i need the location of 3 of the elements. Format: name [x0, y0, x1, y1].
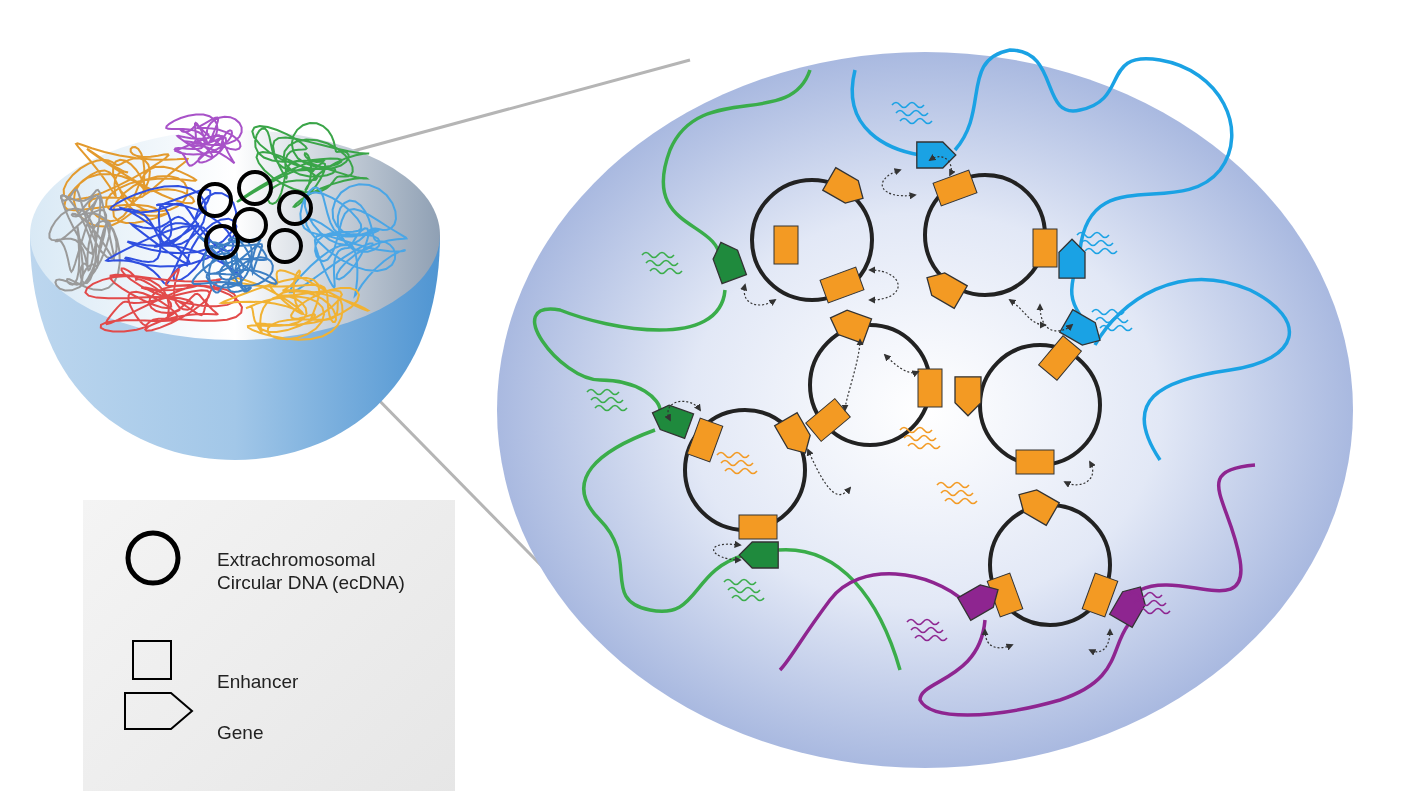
legend-label: Enhancer: [217, 670, 300, 693]
legend-label: Gene: [217, 721, 265, 744]
legend-label: Extrachromosomal Circular DNA (ecDNA): [217, 548, 406, 594]
